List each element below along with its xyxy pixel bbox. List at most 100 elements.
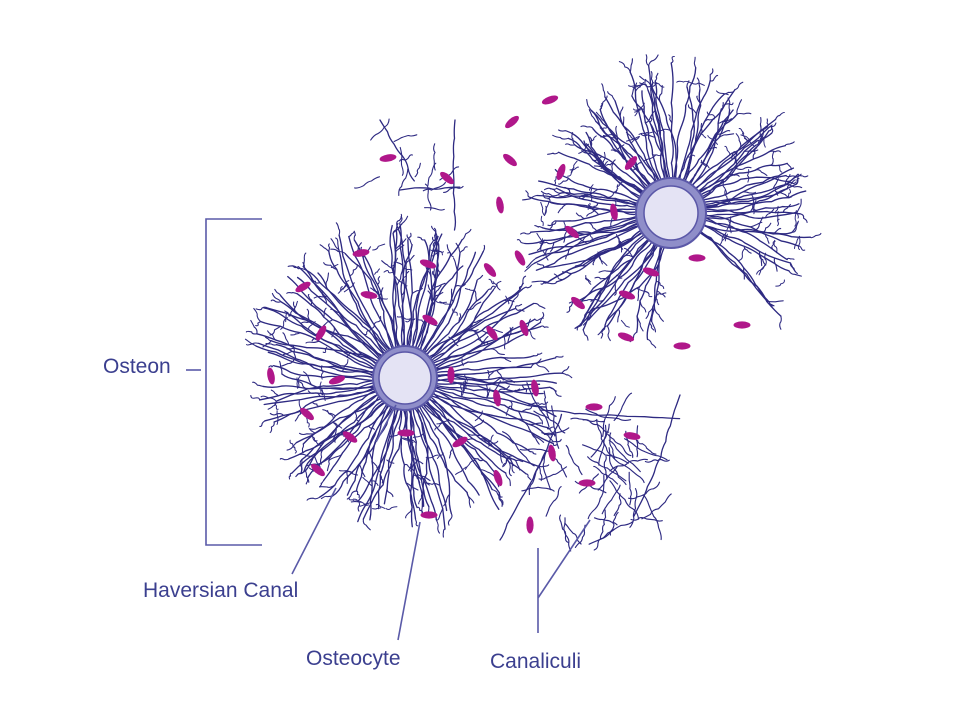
canaliculus — [514, 459, 524, 463]
canaliculus — [779, 191, 792, 198]
canaliculus — [580, 299, 595, 303]
canaliculus — [394, 260, 404, 267]
canaliculus — [352, 498, 363, 503]
canaliculus — [434, 285, 442, 295]
canaliculus — [275, 380, 374, 402]
canaliculus — [502, 457, 510, 468]
canaliculus — [326, 456, 332, 472]
canaliculus — [600, 328, 605, 339]
canaliculus — [783, 203, 791, 213]
canaliculus — [645, 54, 650, 67]
canaliculus — [534, 317, 544, 321]
canaliculus — [542, 250, 549, 261]
haversian-canals — [372, 177, 707, 411]
canaliculus — [628, 471, 632, 506]
canaliculus — [553, 273, 563, 280]
canaliculus — [368, 425, 375, 431]
canaliculus — [539, 311, 545, 323]
osteocyte-33 — [642, 267, 660, 277]
canaliculus — [592, 128, 655, 190]
canaliculus — [632, 162, 642, 171]
canaliculus — [720, 101, 724, 110]
canaliculus — [728, 220, 732, 234]
canaliculus — [641, 90, 664, 185]
canaliculus — [279, 358, 295, 367]
osteocyte-22 — [541, 95, 559, 105]
canaliculus — [570, 417, 605, 423]
canaliculus — [529, 196, 642, 213]
osteocyte-41 — [623, 432, 641, 440]
canaliculus — [743, 245, 752, 254]
canaliculus — [607, 189, 618, 198]
canaliculus — [427, 284, 433, 297]
canaliculus — [538, 415, 543, 425]
canaliculus — [530, 431, 540, 445]
canaliculus — [386, 459, 395, 464]
canaliculus — [654, 80, 671, 184]
canaliculus — [375, 503, 386, 509]
canaliculus — [700, 188, 789, 213]
canaliculus — [625, 254, 633, 258]
canaliculus — [533, 352, 543, 357]
canaliculus — [527, 328, 536, 340]
canaliculus — [417, 319, 426, 323]
canaliculus — [578, 143, 590, 154]
canaliculus — [733, 151, 738, 165]
canaliculus — [455, 242, 461, 254]
canaliculus — [543, 281, 558, 285]
canaliculus — [784, 141, 795, 147]
canaliculus — [255, 306, 269, 311]
canaliculus — [635, 425, 639, 458]
canaliculus — [431, 282, 446, 292]
canaliculus — [793, 177, 800, 186]
canaliculus — [354, 410, 359, 422]
canaliculus — [346, 490, 357, 500]
canaliculus — [276, 410, 279, 425]
canaliculus — [383, 270, 394, 274]
canaliculus — [466, 432, 483, 437]
canaliculus — [521, 284, 532, 290]
canaliculus — [758, 264, 766, 276]
canaliculus — [529, 451, 537, 455]
canaliculus — [435, 519, 441, 534]
osteocyte-label: Osteocyte — [306, 647, 401, 670]
canaliculus — [756, 265, 765, 275]
canaliculus — [525, 473, 532, 481]
canaliculus — [796, 198, 802, 213]
canaliculus — [606, 162, 616, 166]
leader-lines — [186, 218, 591, 641]
canaliculus — [330, 238, 340, 251]
canaliculus — [738, 127, 745, 135]
canaliculus — [759, 124, 763, 139]
canaliculus — [588, 109, 597, 122]
canaliculus — [585, 275, 592, 285]
canaliculus — [639, 82, 653, 88]
canaliculus — [746, 169, 750, 183]
canaliculus — [742, 132, 748, 143]
canaliculus — [255, 320, 262, 327]
canaliculus — [628, 481, 661, 500]
canaliculus — [786, 257, 795, 261]
canaliculus — [296, 470, 306, 476]
canaliculus — [262, 340, 272, 348]
canaliculus — [749, 221, 763, 228]
canaliculus — [717, 118, 729, 124]
haversian-canal-upper — [643, 185, 699, 241]
canaliculus — [596, 418, 613, 457]
osteocyte-17 — [397, 429, 415, 437]
osteocyte-18 — [452, 436, 468, 448]
canaliculus — [357, 408, 398, 502]
canaliculus — [768, 150, 782, 153]
canaliculus — [809, 232, 822, 239]
osteocytes — [267, 95, 751, 534]
canaliculus — [333, 422, 343, 429]
canaliculus — [640, 133, 656, 138]
canaliculi-network — [244, 54, 822, 552]
canaliculus — [779, 315, 782, 330]
canaliculus — [474, 330, 480, 339]
canaliculus — [794, 212, 798, 227]
canaliculus — [291, 265, 307, 271]
canaliculus — [740, 134, 750, 140]
canaliculus — [658, 85, 663, 102]
